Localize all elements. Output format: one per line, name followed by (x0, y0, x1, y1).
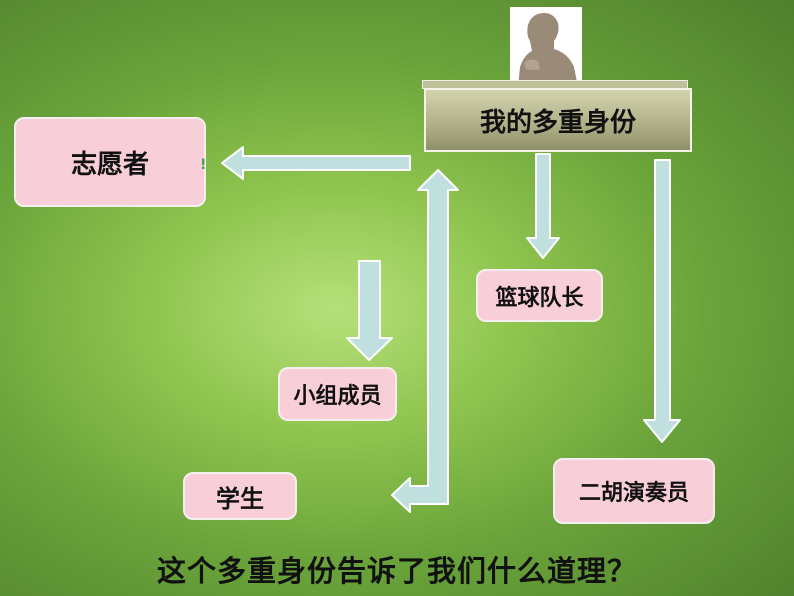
volunteer-mark: ! (200, 157, 207, 173)
arrow-to-basketball-captain (526, 153, 560, 259)
node-group-member: 小组成员 (278, 367, 397, 421)
arrow-student-up (391, 169, 459, 513)
arrow-to-group-member (346, 260, 393, 361)
node-volunteer: 志愿者 ! (14, 117, 206, 207)
node-erhu-player-label: 二胡演奏员 (578, 481, 689, 506)
node-volunteer-label: 志愿者 (70, 149, 149, 180)
node-group-member-label: 小组成员 (293, 384, 382, 409)
node-basketball-captain: 篮球队长 (476, 269, 603, 322)
title-box: 我的多重身份 (424, 88, 692, 152)
arrow-to-volunteer (221, 146, 411, 180)
title-text: 我的多重身份 (479, 107, 636, 138)
node-erhu-player: 二胡演奏员 (553, 458, 715, 524)
arrow-to-erhu-player (643, 159, 681, 443)
node-student-label: 学生 (216, 484, 264, 513)
node-student: 学生 (183, 472, 297, 520)
silhouette-image (510, 7, 582, 87)
node-basketball-captain-label: 篮球队长 (495, 285, 584, 311)
question-text: 这个多重身份告诉了我们什么道理？ (156, 554, 637, 588)
